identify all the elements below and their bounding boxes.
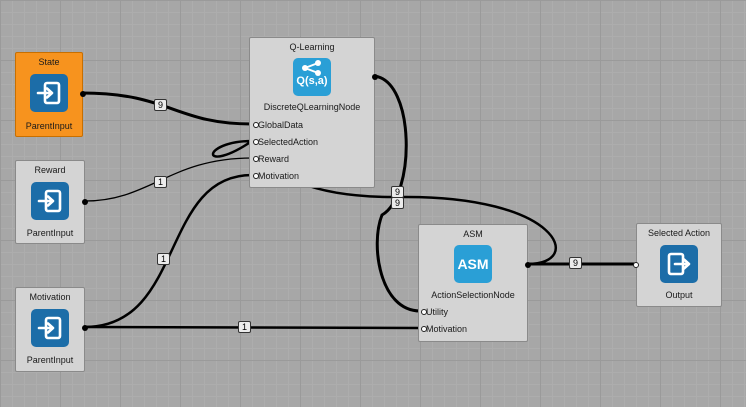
- node-type: ParentInput: [26, 355, 74, 365]
- port-label: Reward: [258, 154, 290, 164]
- node-title: Reward: [34, 165, 66, 175]
- input-port[interactable]: [253, 122, 259, 128]
- share-icon: Q(s,a): [293, 58, 331, 96]
- node-title: Motivation: [29, 292, 71, 302]
- wire-label: 1: [157, 253, 170, 265]
- output-port[interactable]: [82, 199, 88, 205]
- port-label: Motivation: [426, 324, 468, 334]
- icon-text: ASM: [457, 256, 489, 272]
- node-type: ParentInput: [26, 228, 74, 238]
- node-title: State: [38, 57, 60, 67]
- node-type: ParentInput: [25, 121, 73, 131]
- wire-q-utility[interactable]: [373, 74, 421, 313]
- port-label: Motivation: [258, 171, 300, 181]
- wire-label: 1: [238, 321, 251, 333]
- selected-action-node[interactable]: Selected Action Output: [633, 223, 722, 307]
- asm-icon: ASM: [454, 245, 492, 283]
- qlearning-node[interactable]: Q-Learning Q(s,a) DiscreteQLearningNode …: [249, 37, 378, 188]
- wire-motivation-asm-motivation[interactable]: [84, 325, 421, 330]
- motivation-node[interactable]: Motivation ParentInput: [15, 287, 88, 372]
- state-node[interactable]: State ParentInput: [15, 52, 86, 137]
- input-port[interactable]: [421, 326, 427, 332]
- output-port[interactable]: [372, 74, 378, 80]
- wire-label: 1: [154, 176, 167, 188]
- wire-asm-selectedaction[interactable]: [211, 139, 557, 266]
- asm-node[interactable]: ASM ASM ActionSelectionNode Utility Moti…: [418, 224, 531, 342]
- input-port[interactable]: [253, 173, 259, 179]
- input-icon: [31, 309, 69, 347]
- wire-label: 9: [569, 257, 582, 269]
- output-port[interactable]: [525, 262, 531, 268]
- port-label: Utility: [426, 307, 448, 317]
- node-type: DiscreteQLearningNode: [263, 102, 361, 112]
- node-type: ActionSelectionNode: [431, 290, 515, 300]
- input-icon: [31, 182, 69, 220]
- port-label: SelectedAction: [258, 137, 319, 147]
- wire-label: 9: [391, 186, 404, 198]
- output-port[interactable]: [82, 325, 88, 331]
- wire-motivation-motivation[interactable]: [84, 173, 253, 329]
- node-title: ASM: [463, 229, 483, 239]
- input-icon: [30, 74, 68, 112]
- wire-state-globaldata[interactable]: [81, 91, 253, 126]
- node-type: Output: [665, 290, 693, 300]
- node-title: Selected Action: [647, 228, 711, 238]
- input-port[interactable]: [253, 156, 259, 162]
- input-port[interactable]: [633, 262, 639, 268]
- input-port[interactable]: [421, 309, 427, 315]
- reward-node[interactable]: Reward ParentInput: [15, 160, 88, 244]
- port-label: GlobalData: [258, 120, 304, 130]
- icon-text: Q(s,a): [296, 75, 328, 87]
- output-icon: [660, 245, 698, 283]
- wire-label: 9: [154, 99, 167, 111]
- output-port[interactable]: [80, 91, 86, 97]
- wire-label: 9: [391, 197, 404, 209]
- node-title: Q-Learning: [289, 42, 335, 52]
- input-port[interactable]: [253, 139, 259, 145]
